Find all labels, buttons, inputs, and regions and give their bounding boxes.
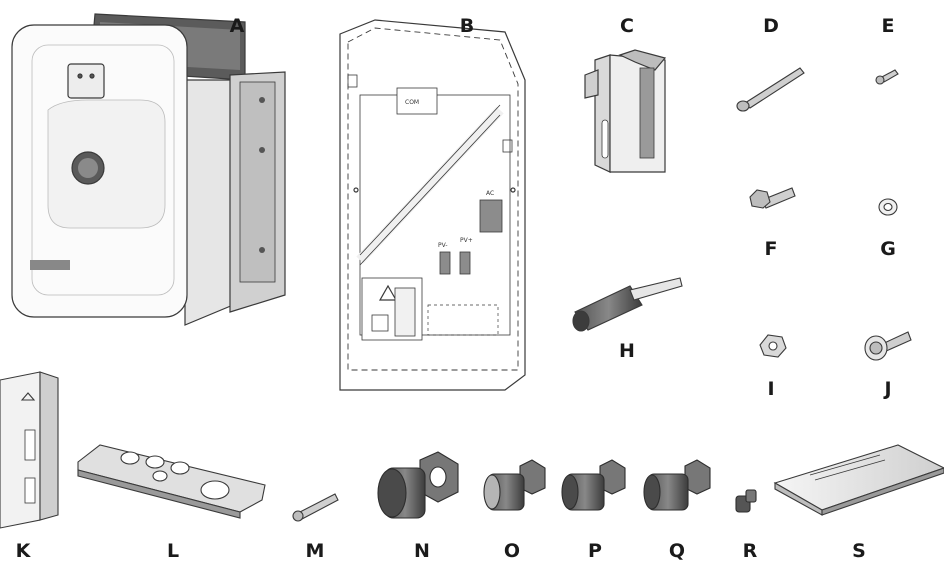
long-screw: [736, 67, 805, 112]
label-f: F: [764, 238, 778, 260]
label-o: O: [503, 540, 521, 562]
cover-plate: [0, 371, 59, 529]
cable-gland-o: [483, 459, 546, 511]
label-s: S: [852, 540, 866, 562]
hex-bolt: [749, 187, 796, 209]
label-d: D: [763, 15, 779, 37]
label-l: L: [166, 540, 180, 562]
label-i: I: [767, 378, 775, 400]
drilling-template: COM AC PV- PV+: [339, 19, 526, 391]
label-a: A: [229, 15, 245, 37]
label-e: E: [881, 15, 895, 37]
label-q: Q: [668, 540, 686, 562]
com-mark: COM: [405, 99, 419, 106]
flange-screw: [864, 331, 912, 361]
label-r: R: [742, 540, 758, 562]
label-k: K: [15, 540, 31, 562]
label-m: M: [305, 540, 325, 562]
pv-plus-mark: PV+: [460, 237, 473, 244]
label-j: J: [884, 378, 892, 400]
washer: [878, 198, 898, 216]
label-b: B: [459, 15, 475, 37]
cable-gland-large: [377, 451, 459, 519]
inverter-unit: [11, 13, 286, 326]
label-c: C: [620, 15, 634, 37]
label-h: H: [619, 340, 635, 362]
hex-nut: [759, 334, 787, 358]
plate-screw: [292, 493, 339, 522]
sealing-plug: [735, 489, 757, 513]
cable-gland-p: [561, 459, 626, 511]
manual-booklet: [773, 444, 944, 516]
wall-bracket: [584, 49, 667, 173]
cylinder-plug: [572, 277, 683, 332]
small-screw: [875, 69, 899, 85]
gland-plate: [77, 444, 266, 519]
pv-minus-mark: PV-: [438, 242, 448, 249]
ac-mark: AC: [486, 190, 494, 197]
label-p: P: [588, 540, 602, 562]
cable-gland-q: [643, 459, 711, 511]
label-g: G: [880, 238, 896, 260]
label-n: N: [414, 540, 430, 562]
